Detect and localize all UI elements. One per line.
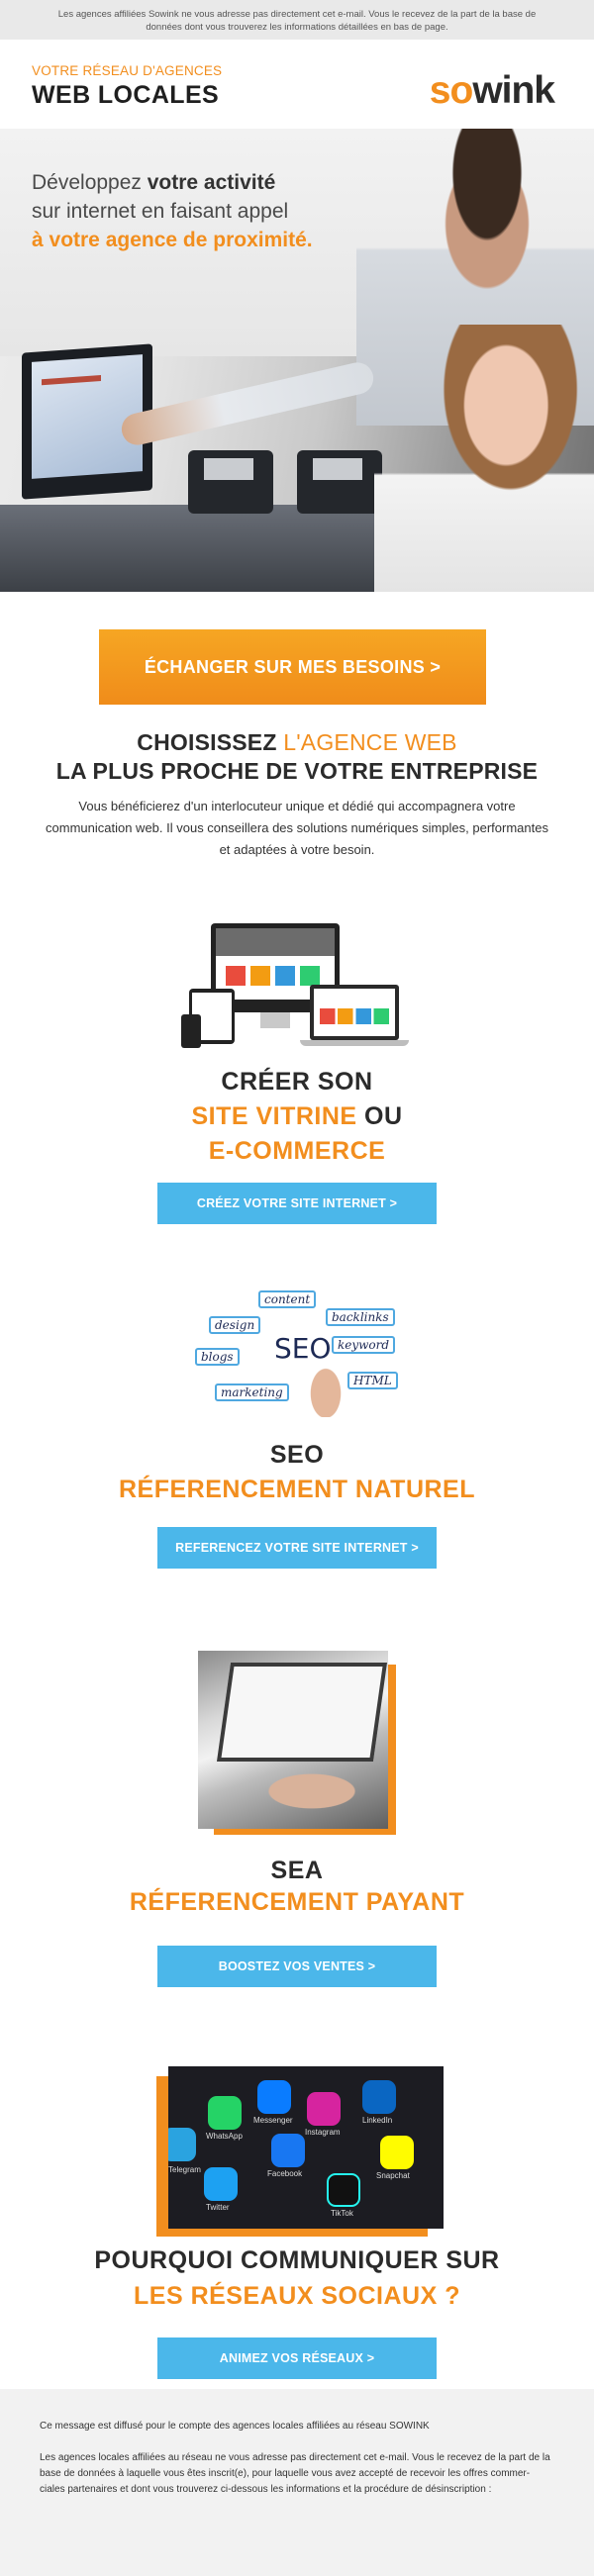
devices-illustration xyxy=(181,923,419,1052)
sowink-logo[interactable]: sowink xyxy=(429,69,555,112)
site-section: CRÉER SON SITE VITRINE OU E-COMMERCE xyxy=(0,1065,594,1169)
tiktok-icon xyxy=(327,2173,360,2207)
animate-networks-button[interactable]: ANIMEZ VOS RÉSEAUX > xyxy=(157,2337,437,2379)
hero-desk-phone xyxy=(297,450,382,514)
social-apps-photo: Telegram WhatsApp Messenger Instagram Li… xyxy=(156,2066,444,2237)
linkedin-icon xyxy=(362,2080,396,2114)
header-kicker: VOTRE RÉSEAU D'AGENCES xyxy=(32,63,223,78)
exchange-needs-button[interactable]: ÉCHANGER SUR MES BESOINS > xyxy=(99,629,486,705)
seo-word: backlinks xyxy=(326,1308,395,1326)
hero-tagline: Développez votre activité sur internet e… xyxy=(32,168,313,254)
social-line1: POURQUOI COMMUNIQUER SUR xyxy=(94,2246,500,2274)
hero-pointing-arm xyxy=(118,359,377,448)
seo-title: SEO RÉFERENCEMENT NATUREL xyxy=(0,1438,594,1507)
site-line2-orange: SITE VITRINE xyxy=(191,1102,357,1130)
telegram-icon xyxy=(168,2128,196,2161)
hero-woman xyxy=(374,325,594,592)
sea-line2: RÉFERENCEMENT PAYANT xyxy=(129,1888,465,1916)
social-section: POURQUOI COMMUNIQUER SUR LES RÉSEAUX SOC… xyxy=(0,2242,594,2314)
top-notice-bar: Les agences affiliées Sowink ne vous adr… xyxy=(0,0,594,40)
sea-laptop-photo xyxy=(198,1651,396,1835)
hero-banner: Développez votre activité sur internet e… xyxy=(0,129,594,592)
seo-word: design xyxy=(209,1316,261,1334)
intro-title-prefix: CHOISISSEZ xyxy=(137,729,284,755)
social-line2: LES RÉSEAUX SOCIAUX ? xyxy=(134,2282,460,2310)
hero-line1-prefix: Développez xyxy=(32,171,148,194)
sea-section: SEA RÉFERENCEMENT PAYANT xyxy=(0,1855,594,1918)
app-label: Messenger xyxy=(253,2116,293,2125)
facebook-icon xyxy=(271,2134,305,2167)
site-line3: E-COMMERCE xyxy=(208,1137,386,1165)
site-button-row: CRÉEZ VOTRE SITE INTERNET > xyxy=(0,1183,594,1224)
intro-title-orange: L'AGENCE WEB xyxy=(283,729,457,755)
footer-line1: Ce message est diffusé pour le compte de… xyxy=(40,2421,430,2432)
header: VOTRE RÉSEAU D'AGENCES WEB LOCALES sowin… xyxy=(0,40,594,129)
app-label: Facebook xyxy=(267,2169,303,2178)
app-label: Instagram xyxy=(305,2128,341,2137)
site-title: CRÉER SON SITE VITRINE OU E-COMMERCE xyxy=(0,1065,594,1169)
site-line2-rest: OU xyxy=(356,1102,403,1130)
hero-line2: sur internet en faisant appel xyxy=(32,200,289,223)
sea-title: SEA RÉFERENCEMENT PAYANT xyxy=(0,1855,594,1918)
app-label: LinkedIn xyxy=(362,2116,393,2125)
seo-line1: SEO xyxy=(269,1441,325,1469)
seo-word: content xyxy=(258,1290,317,1308)
twitter-icon xyxy=(204,2167,238,2201)
reference-site-button[interactable]: REFERENCEZ VOTRE SITE INTERNET > xyxy=(157,1527,437,1569)
hero-line3: à votre agence de proximité. xyxy=(32,229,313,251)
instagram-icon xyxy=(307,2092,341,2126)
social-title: POURQUOI COMMUNIQUER SUR LES RÉSEAUX SOC… xyxy=(0,2242,594,2314)
app-label: Twitter xyxy=(206,2203,230,2212)
intro-section: CHOISISSEZ L'AGENCE WEB LA PLUS PROCHE D… xyxy=(0,728,594,861)
app-label: Telegram xyxy=(168,2165,201,2174)
app-label: WhatsApp xyxy=(206,2132,243,2141)
seo-section: SEO RÉFERENCEMENT NATUREL xyxy=(0,1438,594,1507)
site-line1: CRÉER SON xyxy=(221,1068,373,1096)
seo-word: blogs xyxy=(195,1348,240,1366)
sea-button-row: BOOSTEZ VOS VENTES > xyxy=(0,1946,594,1987)
intro-title: CHOISISSEZ L'AGENCE WEB LA PLUS PROCHE D… xyxy=(0,728,594,786)
hero-line1-bold: votre activité xyxy=(147,171,276,194)
intro-body: Vous bénéficierez d'un interlocuteur uni… xyxy=(46,799,548,857)
boost-sales-button[interactable]: BOOSTEZ VOS VENTES > xyxy=(157,1946,437,1987)
seo-words-illustration: content backlinks design keyword blogs S… xyxy=(193,1287,401,1430)
seo-word: keyword xyxy=(332,1336,396,1354)
seo-word: marketing xyxy=(215,1383,289,1401)
hero-desk-phone xyxy=(188,450,273,514)
footer: Ce message est diffusé pour le compte de… xyxy=(0,2389,594,2576)
messenger-icon xyxy=(257,2080,291,2114)
seo-line2: RÉFERENCEMENT NATUREL xyxy=(118,1476,476,1503)
intro-title-line2: LA PLUS PROCHE DE VOTRE ENTREPRISE xyxy=(55,758,539,784)
logo-wink: wink xyxy=(472,69,555,112)
sea-line1: SEA xyxy=(270,1857,324,1884)
footer-line2: Les agences locales affiliées au réseau … xyxy=(40,2452,550,2495)
seo-button-row: REFERENCEZ VOTRE SITE INTERNET > xyxy=(0,1527,594,1569)
logo-so: so xyxy=(429,69,474,112)
snapchat-icon xyxy=(380,2136,414,2169)
app-label: Snapchat xyxy=(376,2171,410,2180)
create-site-button[interactable]: CRÉEZ VOTRE SITE INTERNET > xyxy=(157,1183,437,1224)
social-button-row: ANIMEZ VOS RÉSEAUX > xyxy=(0,2337,594,2379)
whatsapp-icon xyxy=(208,2096,242,2130)
seo-word: HTML xyxy=(347,1372,398,1389)
header-title: WEB LOCALES xyxy=(32,81,220,109)
top-notice-text: Les agences affiliées Sowink ne vous adr… xyxy=(57,9,537,33)
writing-hand xyxy=(304,1358,347,1417)
app-label: TikTok xyxy=(331,2209,353,2218)
